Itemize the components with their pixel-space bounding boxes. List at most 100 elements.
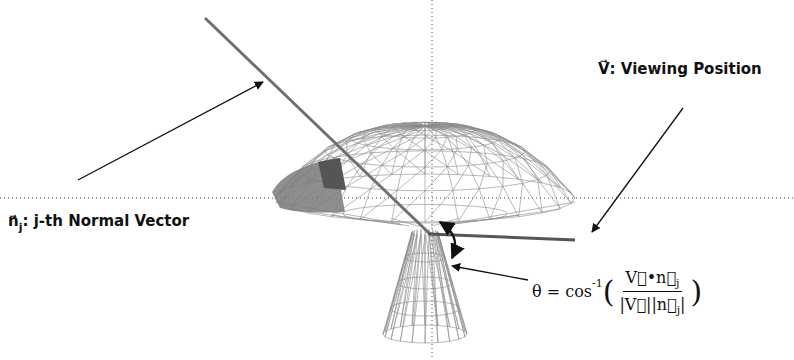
mesh-edge	[484, 130, 515, 144]
mesh-edge	[397, 151, 425, 174]
mesh-edge	[403, 278, 409, 279]
mesh-edge	[347, 186, 371, 188]
mesh-edge	[383, 232, 412, 334]
mesh-edge	[392, 127, 402, 135]
vertical-axis	[432, 0, 433, 360]
mesh-edge	[391, 234, 417, 339]
shaded-faces	[272, 158, 345, 213]
mesh-edge	[378, 128, 381, 136]
mesh-edge	[392, 123, 403, 127]
mesh-edge	[453, 151, 479, 152]
mesh-edge	[447, 166, 468, 167]
mesh-edge	[453, 166, 469, 191]
mesh-edge	[360, 189, 371, 220]
mesh-edge	[472, 128, 503, 141]
mesh-edge	[403, 135, 425, 136]
mesh-edge	[425, 191, 426, 222]
mesh-edge	[392, 191, 425, 222]
mesh-edge	[538, 162, 561, 187]
mesh-edge	[408, 223, 414, 225]
mesh-edge	[443, 204, 460, 206]
mesh-edge	[360, 206, 373, 207]
mesh-edge	[503, 215, 519, 217]
mesh-edge	[392, 174, 425, 176]
mesh-edge	[476, 206, 489, 207]
mesh-edge	[403, 135, 425, 150]
label-text: V⃗•n⃗	[626, 268, 677, 287]
mesh-edge	[425, 253, 431, 254]
label-text: |V⃗||n⃗	[619, 295, 676, 314]
mesh-edge	[468, 166, 479, 189]
label-text: : j-th Normal Vector	[22, 212, 189, 230]
mesh-edge	[374, 221, 390, 222]
mesh-edge	[503, 186, 519, 216]
mesh-edge	[425, 149, 442, 150]
mesh-edge	[400, 341, 412, 342]
mesh-edge	[392, 151, 398, 174]
mesh-edge	[505, 214, 507, 216]
mesh-edge	[479, 189, 490, 220]
mesh-edge	[502, 161, 503, 186]
mesh-edge	[408, 126, 425, 135]
mesh-edge	[419, 261, 425, 262]
mesh-edge	[472, 145, 484, 147]
mesh-edge	[505, 212, 507, 214]
mesh-edge	[360, 220, 392, 222]
mesh-edge	[499, 216, 505, 218]
mesh-edge	[487, 161, 503, 164]
mesh-edge	[436, 138, 442, 150]
mesh-edge	[391, 327, 400, 329]
mesh-edge	[441, 287, 447, 288]
mesh-edge	[347, 153, 371, 155]
mesh-edge	[487, 139, 503, 156]
mesh-edge	[453, 311, 458, 313]
mesh-edge	[468, 137, 479, 153]
mesh-edge	[456, 136, 457, 148]
mesh-edge	[476, 219, 489, 220]
mesh-edge	[363, 128, 379, 138]
mesh-edge	[433, 277, 441, 279]
mesh-edge	[503, 155, 519, 179]
mesh-edge	[392, 304, 397, 306]
mesh-edge	[484, 145, 488, 163]
mesh-edge	[538, 179, 543, 212]
mesh-edge	[417, 277, 425, 278]
mesh-edge	[403, 166, 425, 167]
mesh-edge	[378, 137, 403, 147]
mesh-edge	[523, 183, 543, 213]
mesh-edge	[523, 158, 543, 183]
mesh-edge	[308, 213, 332, 217]
mesh-edge	[490, 176, 518, 179]
mesh-edge	[392, 138, 413, 149]
mesh-edge	[363, 139, 371, 153]
mesh-edge	[459, 337, 465, 340]
label-group: n⃗j: j-th Normal Vector	[8, 212, 189, 230]
angle-arrow	[440, 222, 455, 258]
mesh-edge	[461, 221, 477, 222]
mesh-edge	[397, 190, 425, 192]
mesh-edge	[409, 277, 417, 279]
fraction-numerator: V⃗•n⃗j	[623, 268, 683, 292]
mesh-edge	[443, 222, 460, 224]
label-text: |	[680, 295, 685, 314]
mesh-edge	[490, 186, 503, 219]
mesh-edge	[523, 158, 560, 187]
mesh-edge	[425, 190, 453, 192]
mesh-edge	[366, 145, 378, 147]
mesh-edge	[425, 122, 426, 126]
mesh-edge	[431, 131, 437, 138]
mesh-edge	[360, 190, 397, 219]
mesh-edge	[468, 137, 503, 156]
mesh-edge	[425, 135, 447, 136]
mesh-edge	[458, 127, 469, 137]
mesh-edge	[487, 139, 522, 159]
mesh-edge	[351, 208, 361, 210]
mesh-edge	[419, 122, 425, 124]
mesh-edge	[347, 139, 363, 156]
mesh-edge	[345, 210, 351, 212]
mesh-edge	[436, 137, 447, 139]
mesh-edge	[425, 315, 436, 316]
mesh-edge	[392, 218, 398, 220]
mesh-edge	[371, 167, 403, 189]
mesh-edge	[407, 204, 425, 205]
